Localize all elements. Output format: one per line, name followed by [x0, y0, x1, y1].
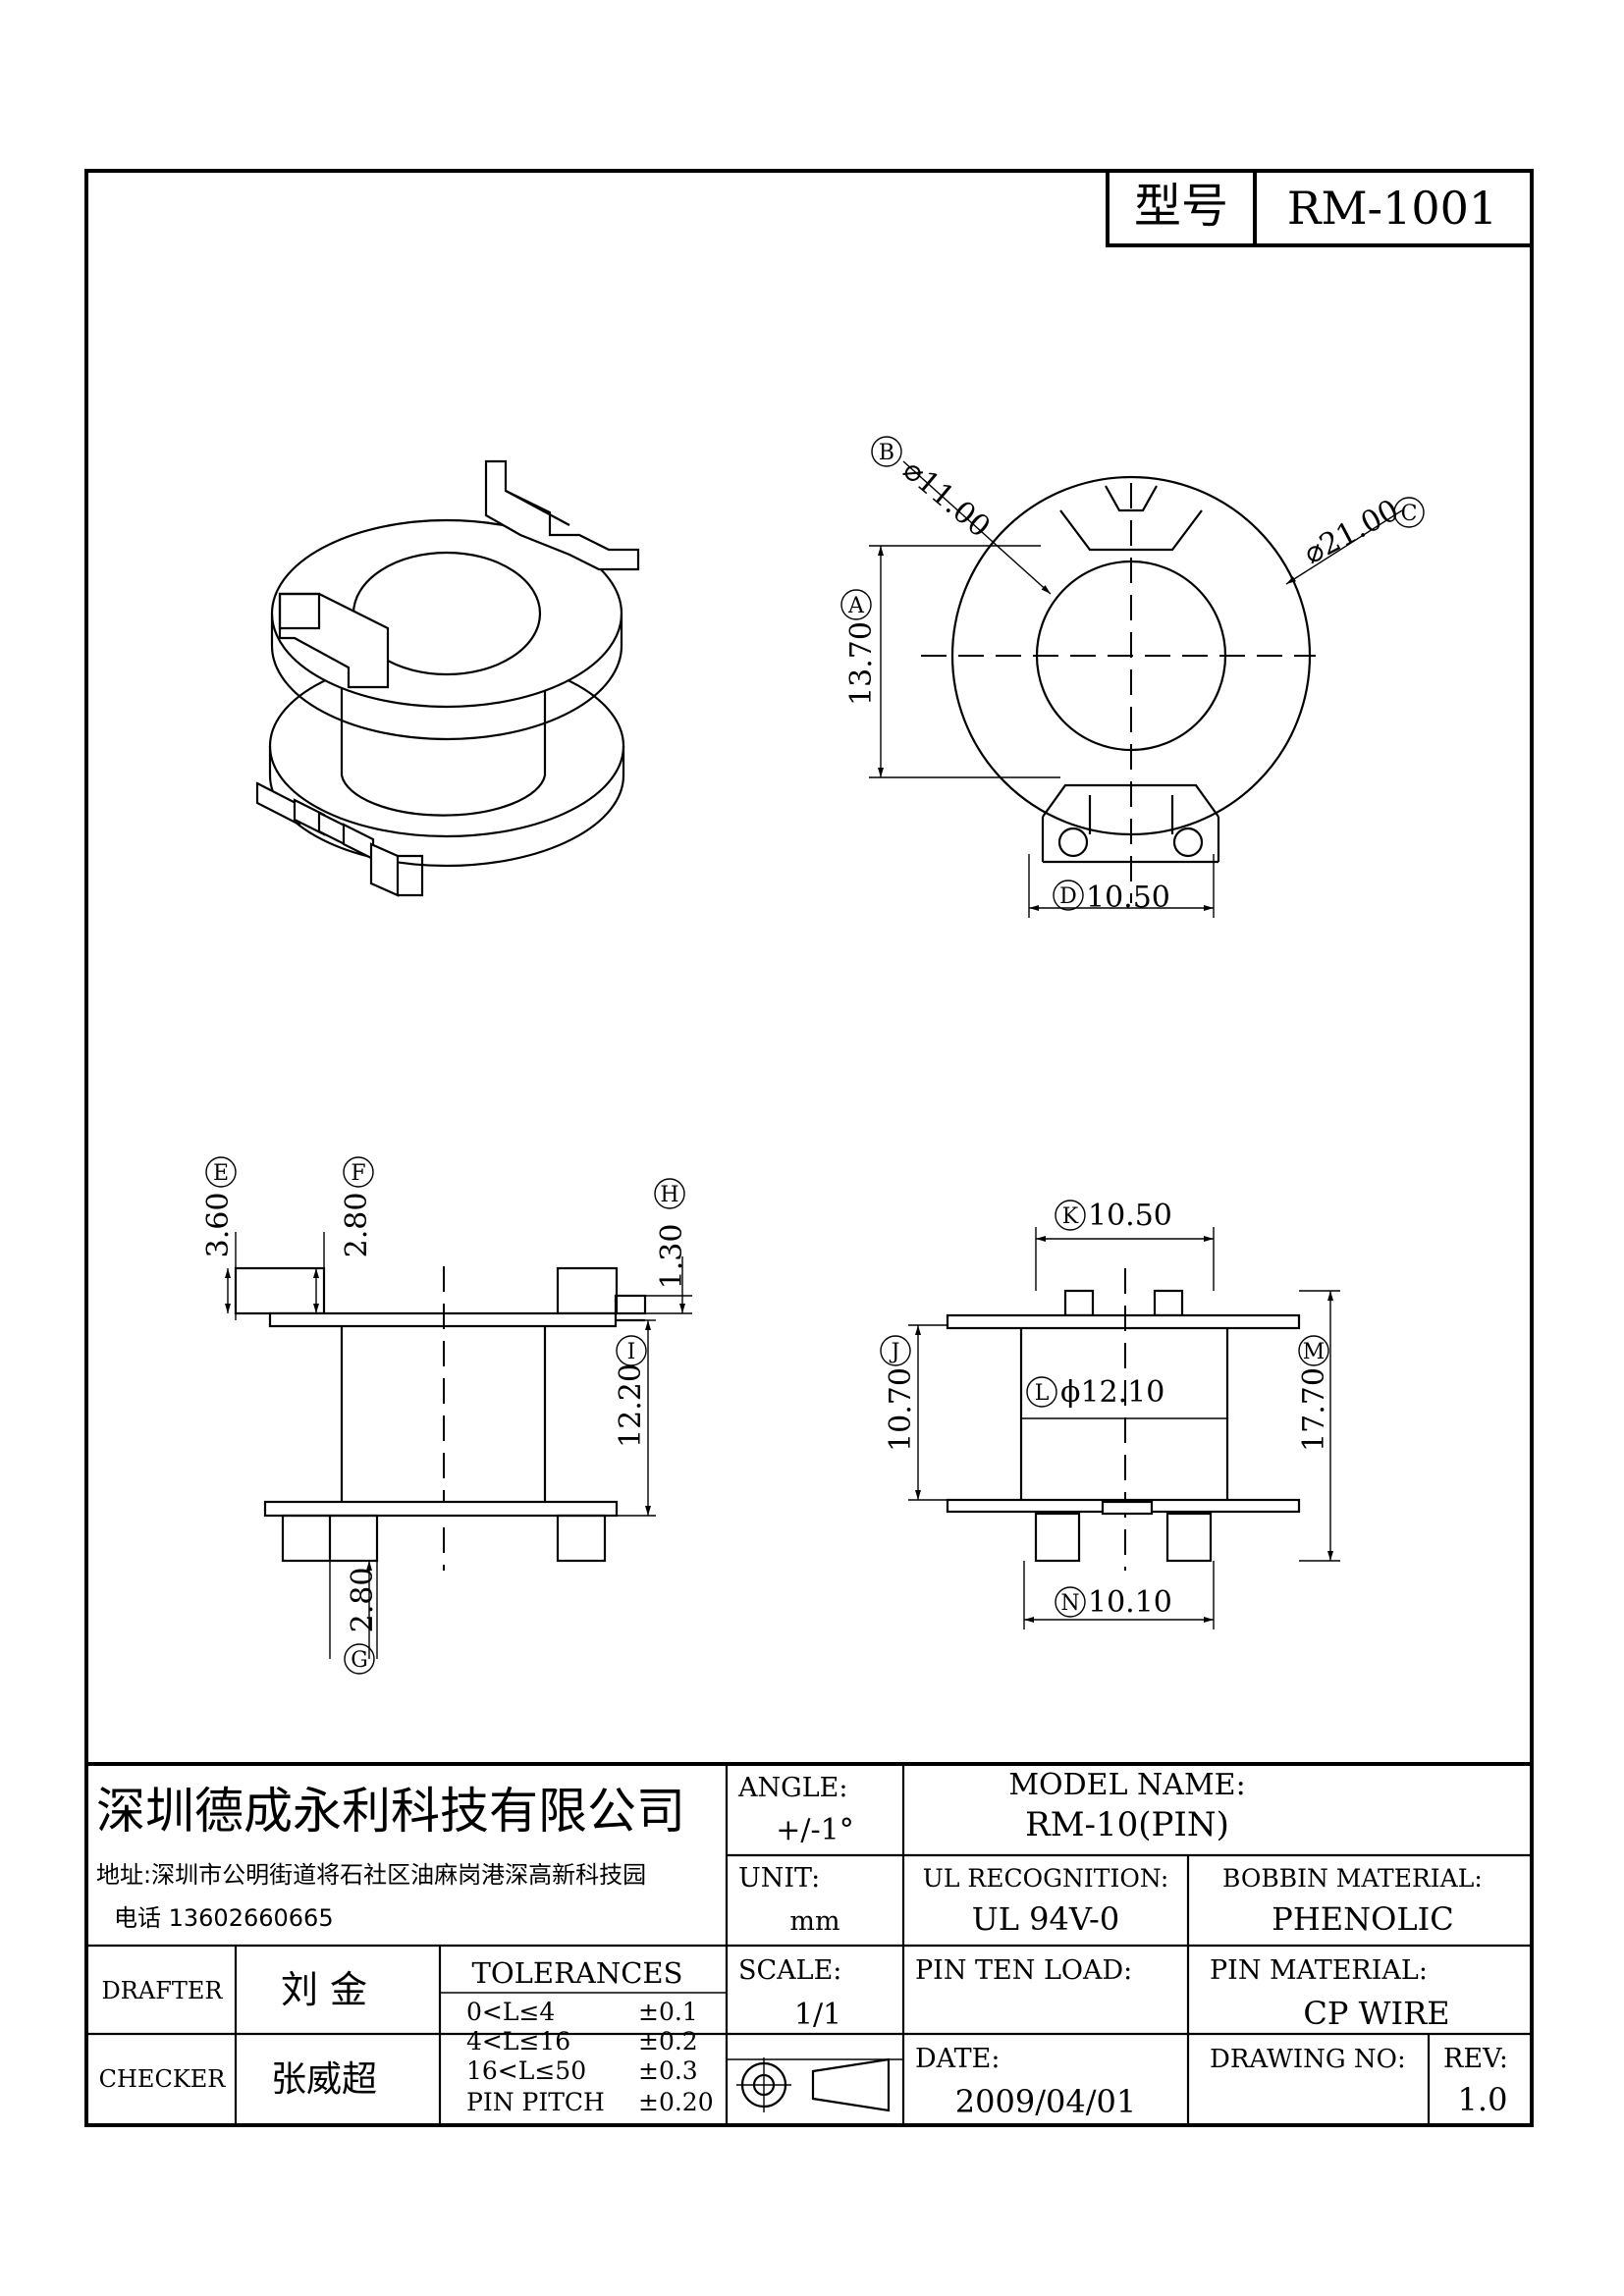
dim-L-value: ϕ12.10	[1060, 1375, 1164, 1410]
ul-label: UL RECOGNITION:	[923, 1864, 1169, 1893]
unit-value: mm	[789, 1906, 839, 1937]
model-header-value: RM-1001	[1287, 182, 1497, 235]
dim-J-value: 10.70	[884, 1367, 918, 1452]
pin-ten-load-label: PIN TEN LOAD:	[915, 1955, 1132, 1986]
dim-F-tag: F	[351, 1161, 365, 1186]
ul-value: UL 94V-0	[972, 1900, 1119, 1938]
angle-value: +/-1°	[776, 1813, 853, 1847]
bobbin-material-label: BOBBIN MATERIAL:	[1222, 1864, 1483, 1893]
tolerance-value-1: ±0.1	[638, 1998, 698, 2026]
drafter-value: 刘 金	[281, 1968, 367, 2011]
dim-K-tag: K	[1062, 1204, 1079, 1229]
date-value: 2009/04/01	[955, 2083, 1136, 2120]
projection-symbol-icon	[736, 2057, 891, 2112]
dim-N-tag: N	[1060, 1591, 1079, 1616]
side-view-left: E 3.60 F 2.80 H 1.30 I 12.20 G 2.80	[201, 1156, 692, 1675]
tolerance-value-4: ±0.20	[638, 2088, 714, 2116]
checker-value: 张威超	[271, 2059, 377, 2100]
dim-A-value: 13.70	[844, 621, 879, 706]
dim-D-value: 10.50	[1086, 881, 1170, 915]
model-name-value: RM-10(PIN)	[1025, 1805, 1229, 1844]
dim-M-value: 17.70	[1297, 1367, 1331, 1452]
pin-material-label: PIN MATERIAL:	[1210, 1955, 1428, 1986]
dim-B-tag: B	[879, 441, 894, 465]
tolerances-label: TOLERANCES	[472, 1956, 683, 1990]
dim-F-value: 2.80	[340, 1193, 374, 1258]
rev-label: REV:	[1443, 2044, 1508, 2074]
dim-E-value: 3.60	[201, 1193, 236, 1258]
dim-I-value: 12.20	[614, 1363, 648, 1448]
dim-G-value: 2.80	[346, 1568, 380, 1633]
dim-D-tag: D	[1059, 884, 1077, 909]
side-view-right: K 10.50 J 10.70 L ϕ12.10 M 17.70 N 10.10	[880, 1199, 1340, 1629]
dim-C-value: ⌀21.00	[1298, 493, 1404, 571]
company-address: 地址:深圳市公明街道将石社区油麻岗港深高新科技园	[96, 1861, 646, 1889]
dim-N-value: 10.10	[1088, 1585, 1172, 1620]
company-phone: 电话 13602660665	[114, 1904, 334, 1932]
top-view: A 13.70 B ⌀11.00 C ⌀21.00 D 10.50	[840, 436, 1425, 918]
dim-E-tag: E	[213, 1161, 229, 1186]
dim-H-value: 1.30	[655, 1224, 689, 1290]
company-name: 深圳德成永利科技有限公司	[96, 1783, 685, 1840]
scale-value: 1/1	[794, 1998, 841, 2032]
tolerance-range-1: 0<L≤4	[466, 1998, 555, 2026]
drawing-no-label: DRAWING NO:	[1210, 2045, 1406, 2074]
tolerance-value-2: ±0.2	[638, 2027, 698, 2056]
dim-K-value: 10.50	[1088, 1199, 1172, 1233]
scale-label: SCALE:	[738, 1955, 841, 1986]
dim-A-tag: A	[847, 594, 865, 618]
title-block: 深圳德成永利科技有限公司 地址:深圳市公明街道将石社区油麻岗港深高新科技园 电话…	[86, 1762, 1532, 2125]
rev-value: 1.0	[1458, 2081, 1508, 2118]
unit-label: UNIT:	[738, 1863, 820, 1894]
tolerance-range-2: 4<L≤16	[466, 2027, 570, 2056]
tolerance-value-3: ±0.3	[638, 2056, 698, 2085]
drafter-label: DRAFTER	[102, 1977, 224, 2004]
bobbin-material-value: PHENOLIC	[1272, 1900, 1453, 1938]
dim-I-tag: I	[627, 1340, 636, 1364]
tolerance-range-4: PIN PITCH	[466, 2088, 605, 2116]
dim-B-value: ⌀11.00	[896, 453, 997, 545]
tolerance-range-3: 16<L≤50	[466, 2056, 586, 2085]
angle-label: ANGLE:	[737, 1773, 847, 1803]
model-header-label: 型号	[1134, 179, 1228, 234]
dim-L-tag: L	[1035, 1381, 1050, 1406]
isometric-view	[255, 459, 640, 897]
dim-C-tag: C	[1401, 502, 1418, 526]
model-header-box: 型号 RM-1001	[1106, 169, 1534, 247]
checker-label: CHECKER	[99, 2065, 227, 2093]
date-label: DATE:	[915, 2044, 1000, 2074]
dim-H-tag: H	[660, 1183, 678, 1207]
drawing-border	[84, 169, 1534, 2127]
model-name-label: MODEL NAME:	[1008, 1768, 1245, 1802]
dim-J-tag: J	[890, 1340, 900, 1364]
dim-M-tag: M	[1303, 1340, 1326, 1364]
pin-material-value: CP WIRE	[1303, 1995, 1449, 2032]
dim-G-tag: G	[351, 1648, 368, 1673]
